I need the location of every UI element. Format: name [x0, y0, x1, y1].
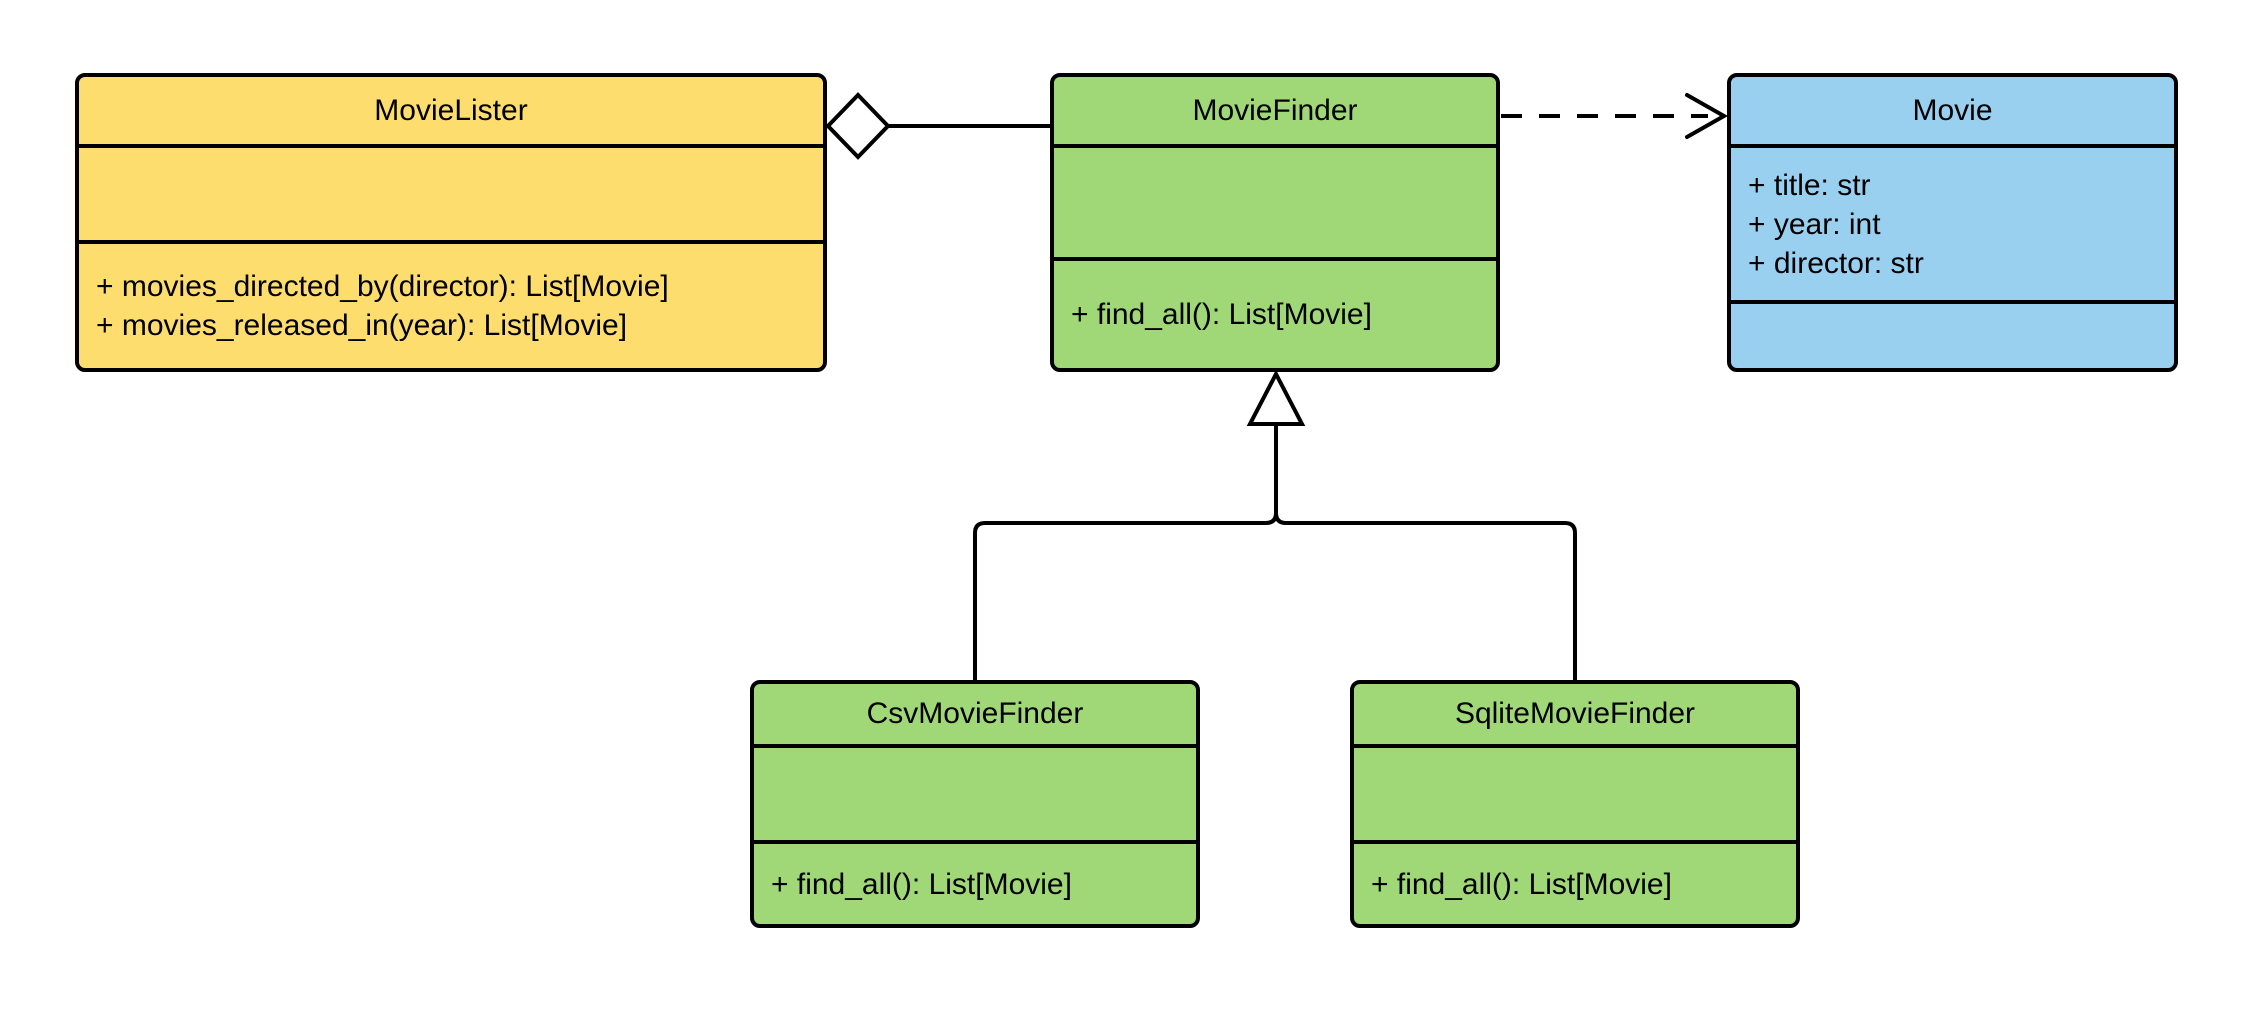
class-movielister: MovieLister + movies_directed_by(directo… [75, 73, 827, 372]
inheritance-branch-left [973, 512, 1278, 682]
class-attributes-section [1354, 744, 1796, 840]
class-title: Movie [1912, 93, 1993, 127]
class-attributes-section [754, 744, 1196, 840]
class-moviefinder: MovieFinder + find_all(): List[Movie] [1050, 73, 1500, 372]
method-row: + movies_released_in(year): List[Movie] [96, 309, 628, 342]
class-title: SqliteMovieFinder [1454, 697, 1696, 730]
class-methods-section: + find_all(): List[Movie] [1054, 257, 1496, 368]
class-attributes-section [1054, 144, 1496, 257]
attribute-row: + title: str [1748, 168, 1871, 202]
class-title: CsvMovieFinder [866, 697, 1084, 730]
class-attributes-section: + title: str + year: int + director: str [1731, 144, 2174, 300]
class-title: MovieLister [374, 93, 528, 127]
class-movie: Movie + title: str + year: int + directo… [1727, 73, 2178, 372]
class-methods-section [1731, 300, 2174, 368]
method-row: + find_all(): List[Movie] [1071, 298, 1372, 331]
class-title: MovieFinder [1192, 93, 1358, 127]
class-attributes-section [79, 144, 823, 240]
class-methods-section: + find_all(): List[Movie] [1354, 840, 1796, 924]
class-methods-section: + movies_directed_by(director): List[Mov… [79, 240, 823, 368]
inheritance-branch-right [1274, 512, 1577, 682]
attribute-row: + director: str [1748, 246, 1924, 280]
class-sqlitemoviefinder: SqliteMovieFinder + find_all(): List[Mov… [1350, 680, 1800, 928]
inheritance-triangle [1246, 369, 1306, 426]
attribute-row: + year: int [1748, 207, 1881, 241]
aggregation-diamond [825, 92, 891, 160]
dependency-arrowhead [1685, 93, 1729, 139]
method-row: + movies_directed_by(director): List[Mov… [96, 270, 669, 303]
class-csvmoviefinder: CsvMovieFinder + find_all(): List[Movie] [750, 680, 1200, 928]
method-row: + find_all(): List[Movie] [1371, 867, 1672, 901]
method-row: + find_all(): List[Movie] [771, 867, 1072, 901]
class-methods-section: + find_all(): List[Movie] [754, 840, 1196, 924]
